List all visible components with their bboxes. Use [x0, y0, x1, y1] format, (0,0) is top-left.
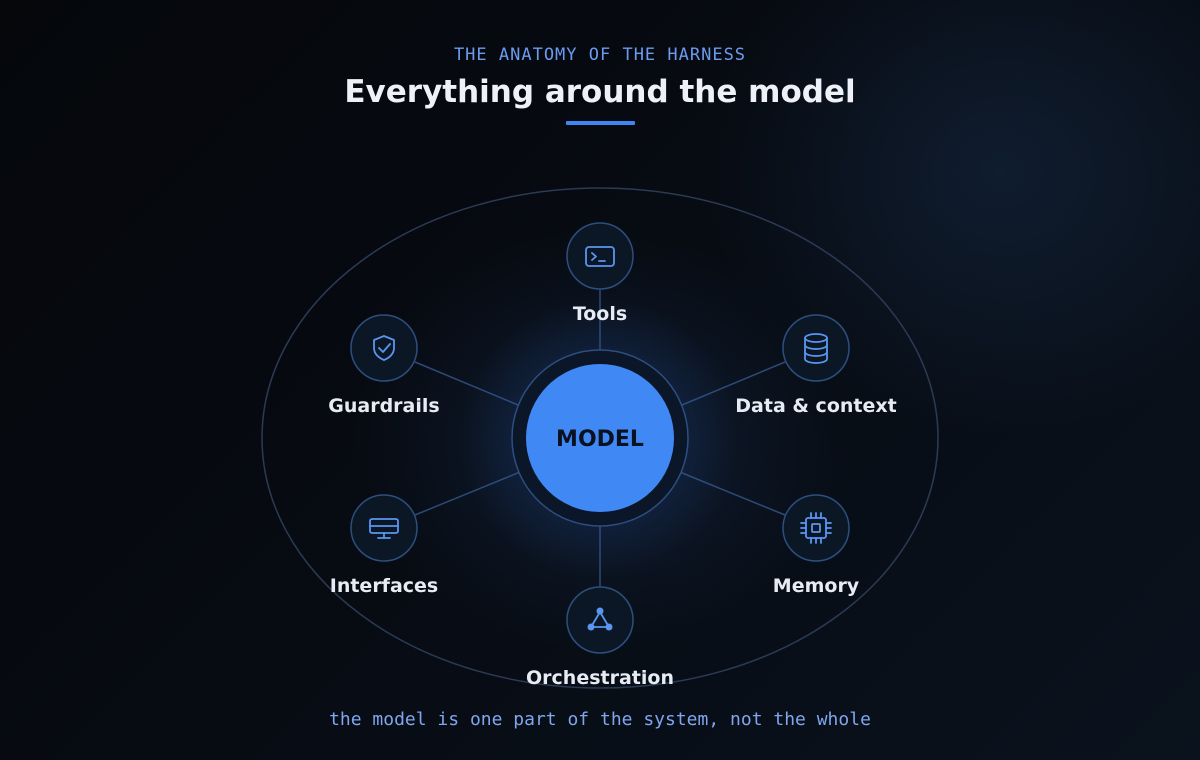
node-data-context-label: Data & context — [735, 395, 896, 417]
node-interfaces-circle — [350, 494, 418, 562]
footer-note: the model is one part of the system, not… — [329, 709, 871, 730]
node-memory-circle — [782, 494, 850, 562]
node-tools-circle — [566, 222, 634, 290]
node-tools-label: Tools — [573, 303, 627, 325]
terminal-icon — [585, 246, 615, 267]
node-interfaces: Interfaces — [330, 494, 438, 597]
node-orchestration-label: Orchestration — [526, 667, 674, 689]
shield-check-icon — [373, 335, 395, 361]
node-guardrails: Guardrails — [328, 314, 440, 417]
page-title: Everything around the model — [344, 74, 856, 110]
node-guardrails-circle — [350, 314, 418, 382]
title-underline — [566, 121, 635, 125]
database-icon — [804, 333, 828, 364]
node-orchestration: Orchestration — [526, 586, 674, 689]
node-guardrails-label: Guardrails — [328, 395, 439, 417]
node-tools: Tools — [566, 222, 634, 325]
chip-icon — [800, 512, 832, 544]
eyebrow-label: THE ANATOMY OF THE HARNESS — [453, 45, 747, 65]
node-data-context-circle — [782, 314, 850, 382]
monitor-icon — [369, 518, 399, 539]
node-memory: Memory — [773, 494, 860, 597]
network-icon — [587, 607, 613, 631]
node-interfaces-label: Interfaces — [330, 575, 438, 597]
node-orchestration-circle — [566, 586, 634, 654]
model-core — [526, 364, 674, 512]
node-data-context: Data & context — [735, 314, 897, 417]
harness-boundary — [261, 187, 939, 689]
model-label: MODEL — [556, 427, 644, 452]
node-memory-label: Memory — [773, 575, 860, 597]
